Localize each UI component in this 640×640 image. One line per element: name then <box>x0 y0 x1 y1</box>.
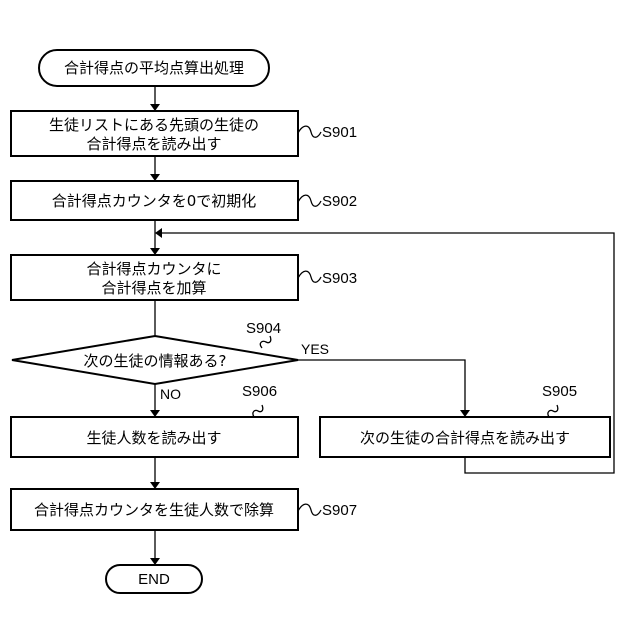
step-leader-s902 <box>298 195 321 206</box>
arrowhead-s903 <box>150 248 160 255</box>
step-id-s903: S903 <box>322 270 357 287</box>
start-terminal-label: 合計得点の平均点算出処理 <box>64 59 244 77</box>
step-id-s902: S902 <box>322 193 357 210</box>
process-s907: 合計得点カウンタを生徒人数で除算 S907 <box>11 489 357 530</box>
step-leader-s904 <box>260 336 270 348</box>
process-s903: 合計得点カウンタに 合計得点を加算 S903 <box>11 255 357 300</box>
step-leader-s905 <box>548 405 558 417</box>
step-id-s907: S907 <box>322 502 357 519</box>
connector-s904-yes <box>298 360 465 410</box>
decision-s904-no-label: NO <box>160 386 181 402</box>
decision-s904-yes-label: YES <box>301 341 329 357</box>
arrowhead-loop-return <box>155 228 162 238</box>
process-s905-label: 次の生徒の合計得点を読み出す <box>360 429 570 447</box>
process-s907-label: 合計得点カウンタを生徒人数で除算 <box>34 501 274 519</box>
end-terminal: END <box>106 565 202 593</box>
arrowhead-s906 <box>150 410 160 417</box>
arrowhead-s907 <box>150 482 160 489</box>
arrowhead-s901 <box>150 104 160 111</box>
arrowhead-s902 <box>150 174 160 181</box>
process-s903-label-line1: 合計得点カウンタに <box>86 260 221 278</box>
step-leader-s906 <box>253 405 263 417</box>
step-leader-s903 <box>298 271 321 282</box>
process-s903-label-line2: 合計得点を加算 <box>101 279 206 297</box>
process-s901: 生徒リストにある先頭の生徒の 合計得点を読み出す S901 <box>11 111 357 156</box>
arrowhead-end <box>150 558 160 565</box>
step-id-s905: S905 <box>542 383 577 400</box>
process-s901-label-line2: 合計得点を読み出す <box>86 135 221 153</box>
process-s901-label-line1: 生徒リストにある先頭の生徒の <box>49 116 259 134</box>
step-id-s904: S904 <box>246 320 281 337</box>
process-s906-label: 生徒人数を読み出す <box>86 429 221 447</box>
step-leader-s901 <box>298 126 321 137</box>
step-leader-s907 <box>298 504 321 515</box>
step-id-s906: S906 <box>242 383 277 400</box>
decision-s904: 次の生徒の情報ある? S904 YES NO <box>12 320 329 402</box>
decision-s904-label: 次の生徒の情報ある? <box>84 352 227 370</box>
arrowhead-s905 <box>460 410 470 417</box>
process-s902-label: 合計得点カウンタを0で初期化 <box>52 192 257 210</box>
step-id-s901: S901 <box>322 124 357 141</box>
end-terminal-label: END <box>138 571 170 588</box>
start-terminal: 合計得点の平均点算出処理 <box>39 50 269 86</box>
process-s902: 合計得点カウンタを0で初期化 S902 <box>11 181 357 220</box>
